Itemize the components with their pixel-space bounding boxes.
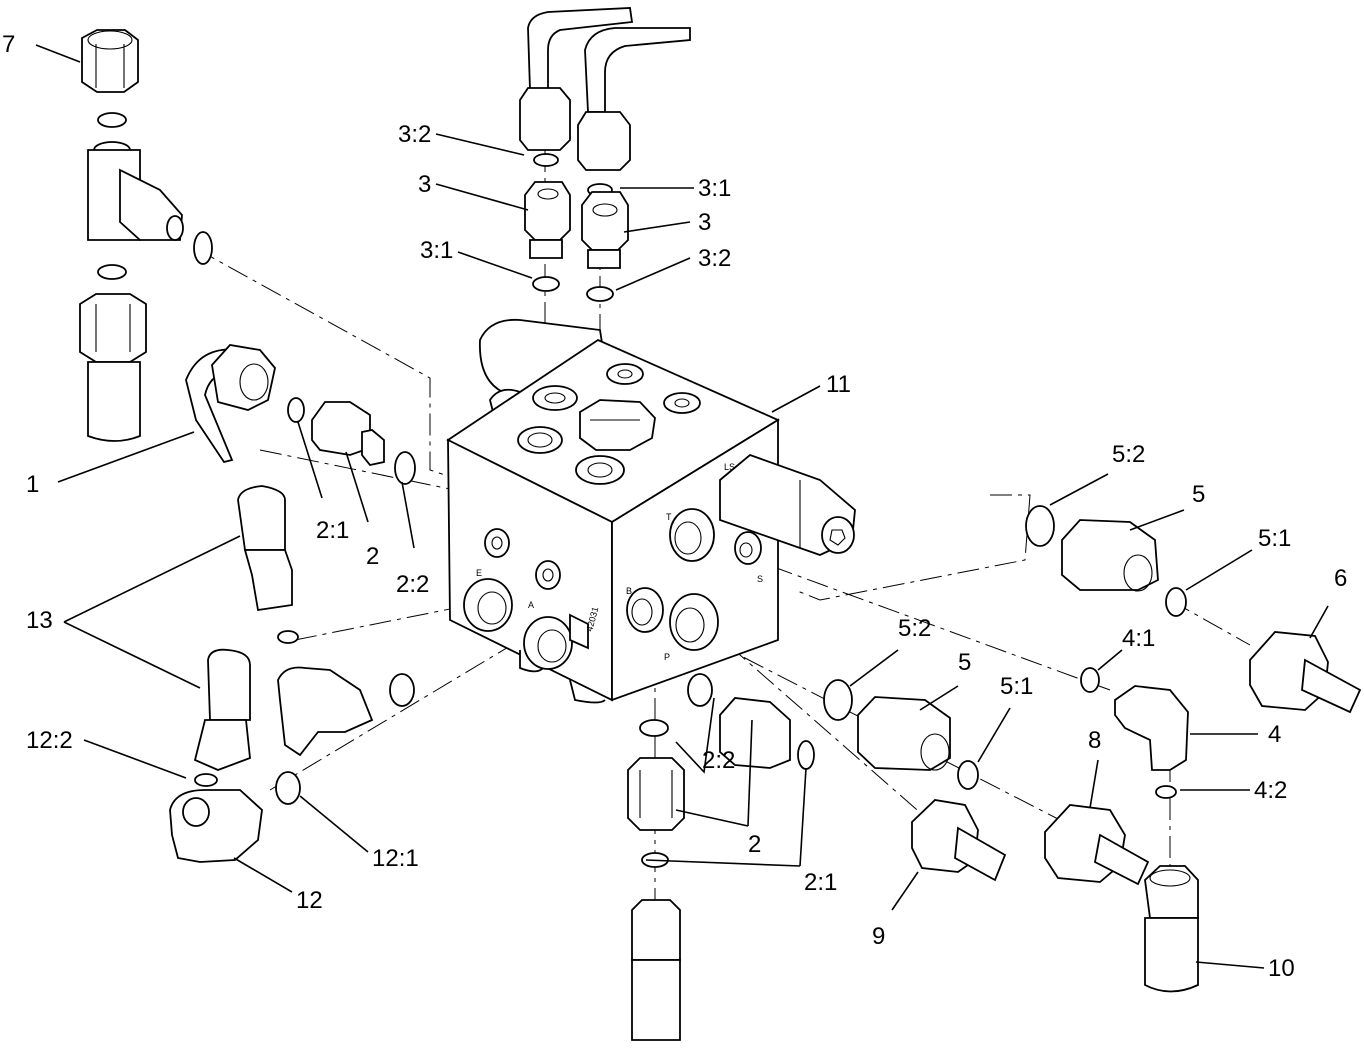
callout-4-2: 4:2 — [1254, 777, 1287, 804]
callout-labels: 7 3:2 3 3:1 3:1 3 3:2 11 1 2:1 2 2:2 13 … — [2, 31, 1347, 982]
callout-11: 11 — [826, 371, 851, 398]
callout-6: 6 — [1334, 565, 1347, 592]
callout-3-1-right: 3:1 — [698, 175, 731, 202]
port-label-ls: LS — [724, 462, 735, 472]
tee-fitting-7 — [79, 29, 213, 442]
fittings-13 — [193, 485, 415, 771]
callout-5-top: 5 — [1192, 481, 1205, 508]
callout-5-2-bottom: 5:2 — [898, 615, 931, 642]
callout-4-1: 4:1 — [1122, 625, 1155, 652]
callout-3-right: 3 — [698, 209, 711, 236]
hose-ends — [911, 631, 1362, 993]
callout-2-1-left: 2:1 — [316, 517, 349, 544]
fittings-5 — [823, 505, 1187, 790]
port-label-a: A — [528, 600, 534, 610]
callout-13: 13 — [26, 607, 53, 634]
fittings-2-bottom — [627, 673, 815, 1041]
callout-3-1-left: 3:1 — [420, 237, 453, 264]
port-label-b: B — [626, 586, 632, 596]
callout-3-left: 3 — [418, 171, 431, 198]
port-label-t: T — [666, 512, 672, 522]
callout-8: 8 — [1088, 727, 1101, 754]
callout-4: 4 — [1268, 721, 1281, 748]
callout-2-1-bottom: 2:1 — [804, 869, 837, 896]
port-label-s: S — [757, 574, 763, 584]
callout-3-2-right: 3:2 — [698, 245, 731, 272]
callout-12-1: 12:1 — [372, 845, 419, 872]
callout-5-2-top: 5:2 — [1112, 441, 1145, 468]
callout-2-2-bottom: 2:2 — [702, 747, 735, 774]
elbow-fitting-4 — [1080, 667, 1189, 799]
callout-10: 10 — [1268, 955, 1295, 982]
callout-1: 1 — [26, 471, 39, 498]
callout-2-2-left: 2:2 — [396, 571, 429, 598]
elbow-fitting-12 — [169, 771, 301, 863]
callout-7: 7 — [2, 31, 15, 58]
callout-5-1-bottom: 5:1 — [1000, 673, 1033, 700]
hose-1-and-fitting-2-left — [185, 344, 416, 485]
callout-2-left: 2 — [366, 543, 379, 570]
port-label-e: E — [476, 568, 482, 578]
callout-5-bottom: 5 — [958, 649, 971, 676]
fittings-3-hoses — [519, 7, 691, 302]
callout-9: 9 — [872, 923, 885, 950]
callout-2-bottom: 2 — [748, 831, 761, 858]
leader-lines — [35, 44, 1329, 969]
callout-5-1-top: 5:1 — [1258, 525, 1291, 552]
valve-block: 42031 E A T S B P LS — [446, 318, 856, 704]
callout-12-2: 12:2 — [26, 727, 73, 754]
port-label-p: P — [664, 652, 670, 662]
callout-12: 12 — [296, 887, 323, 914]
callout-3-2-top: 3:2 — [398, 121, 431, 148]
